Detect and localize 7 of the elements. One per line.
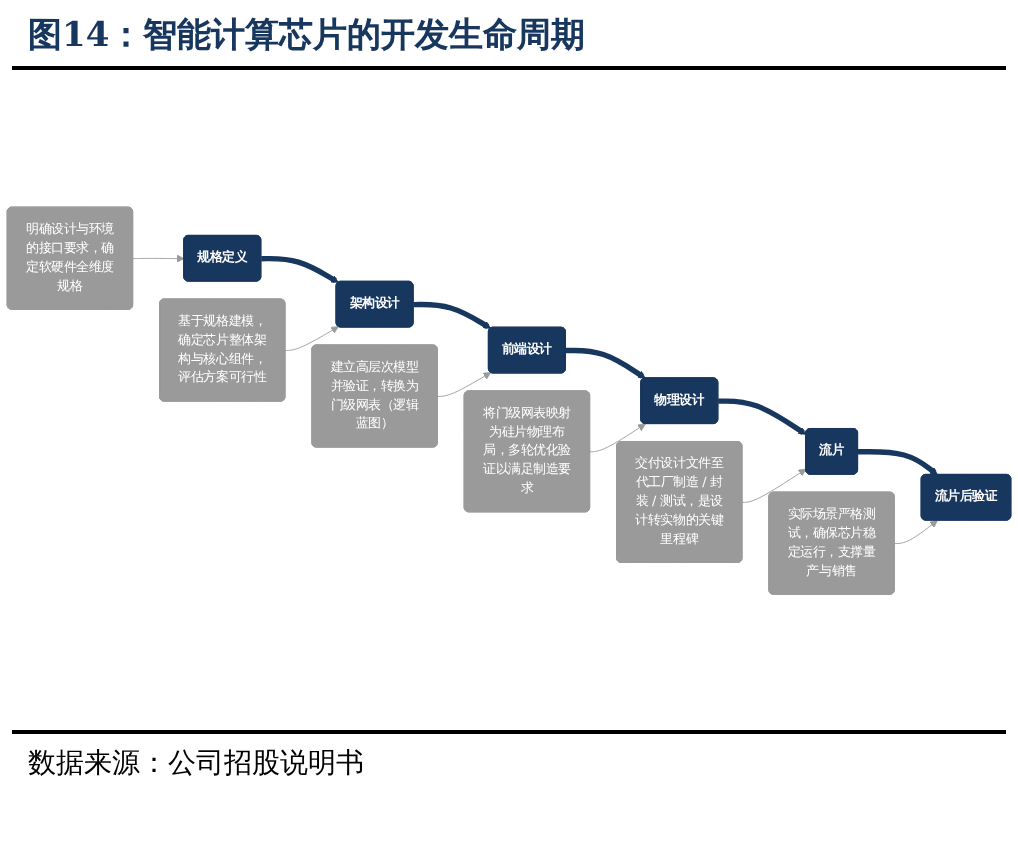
figure-title: 图14：智能计算芯片的开发生命周期 xyxy=(12,0,1006,70)
arrow xyxy=(261,255,339,283)
arrow xyxy=(718,397,807,435)
arrow xyxy=(565,347,646,378)
source-caption: 数据来源：公司招股说明书 xyxy=(12,730,1006,794)
arrow xyxy=(413,301,492,329)
arrow xyxy=(858,448,938,475)
